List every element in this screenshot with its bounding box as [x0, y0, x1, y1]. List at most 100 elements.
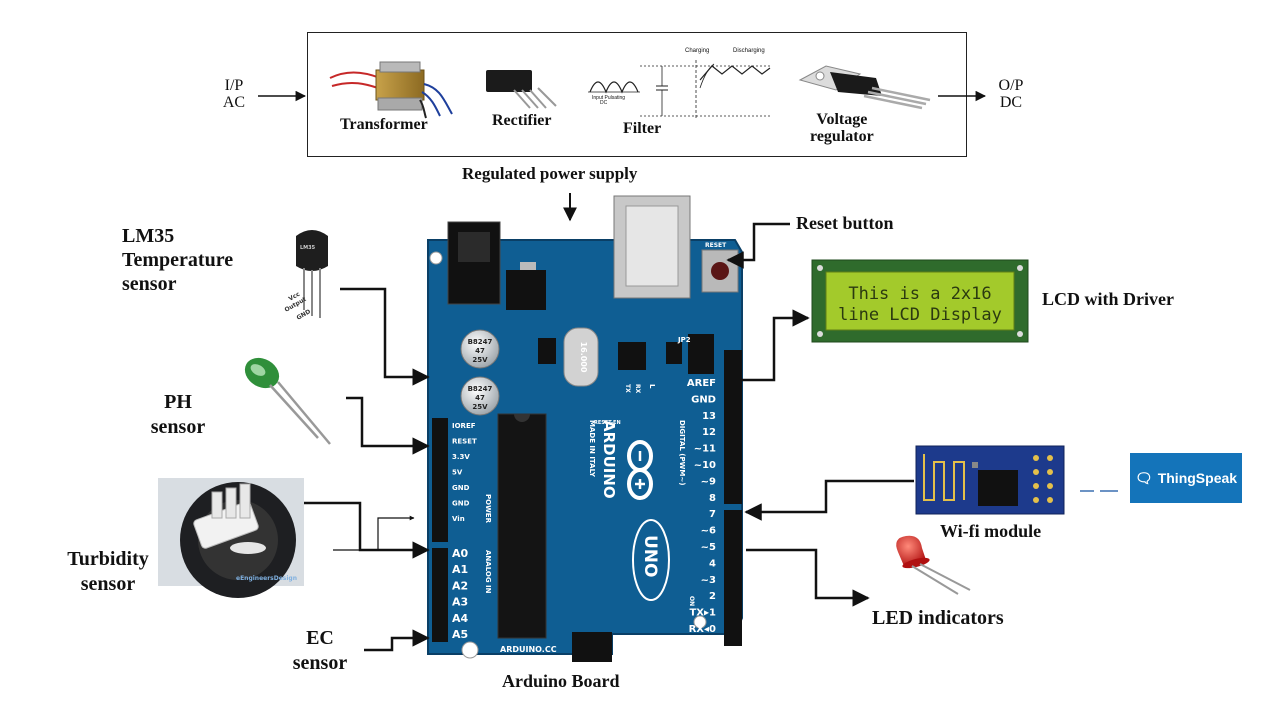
turbidity-label-line1: Turbidity [67, 548, 149, 570]
turbidity-label: Turbidity sensor [56, 547, 160, 597]
ec-connector-arrow [364, 629, 430, 652]
analog-pin-label-5: A5 [452, 628, 468, 641]
digital-pin-label-5: ~10 [694, 460, 716, 471]
turbidity-watermark: eEngineersDesign [236, 575, 297, 582]
regulator-label-line1: Voltage [816, 111, 868, 128]
ph-sensor-icon [244, 357, 331, 445]
l-led-silk: L [648, 384, 656, 389]
digital-pin-label-0: AREF [687, 378, 716, 389]
esp-wifi-module [915, 445, 1065, 515]
ec-label-line2: sensor [292, 652, 348, 674]
digital-caption: DIGITAL (PWM~) [678, 420, 686, 485]
turbidity-connector-arrow [304, 501, 430, 559]
ph-connector-arrow [346, 396, 430, 455]
digital-pin-label-13: 2 [709, 591, 716, 602]
transformer-icon [329, 61, 453, 119]
reset-en-silk: RESET-EN [594, 420, 621, 426]
voltage-regulator-icon [798, 65, 931, 110]
filter-input-note: Input Pulsating DC [592, 96, 625, 106]
digital-pin-label-10: ~5 [701, 542, 716, 553]
cap-1-line1: B8247 [468, 338, 493, 346]
lcd-module: This is a 2x16 line LCD Display [811, 259, 1029, 343]
lcd-driver-label: LCD with Driver [1042, 289, 1174, 309]
arduino-site-text: ARDUINO.CC [500, 645, 557, 654]
ac-input-line1: I/P [224, 77, 244, 94]
digital-pin-label-11: 4 [709, 558, 716, 569]
transformer-label: Transformer [340, 116, 428, 133]
lcd-line-2: line LCD Display [838, 305, 1002, 325]
digital-pin-label-2: 13 [702, 411, 716, 422]
cap-2-line2: 47 [475, 394, 485, 402]
dc-output-line1: O/P [998, 77, 1024, 94]
board-to-led-arrow [746, 548, 870, 607]
reset-silk: RESET [705, 242, 727, 249]
thingspeak-logo: 🗨 ThingSpeak [1130, 453, 1242, 503]
wifi-to-board-arrow [744, 479, 914, 521]
filter-waveform-icon [588, 60, 771, 120]
ac-input-line2: AC [222, 93, 246, 111]
digital-pin-label-8: 7 [709, 509, 716, 520]
lm35-connector-arrow [340, 287, 430, 386]
digital-pin-label-9: ~6 [701, 526, 716, 537]
lm35-label-line1: LM35 [122, 225, 175, 247]
dc-output-label: O/P DC [989, 77, 1033, 112]
ec-label-line1: EC [306, 627, 334, 649]
regulator-label-line2: regulator [810, 127, 874, 145]
discharging-note: Discharging [733, 48, 765, 54]
cap-2-text: B8247 47 25V [468, 385, 493, 411]
lcd-line-1: This is a 2x16 [848, 284, 991, 304]
regulator-label: Voltage regulator [810, 111, 874, 146]
ph-label-line1: PH [164, 391, 192, 413]
ph-label-line2: sensor [150, 416, 206, 438]
power-pin-label-2: 3.3V [452, 453, 470, 461]
power-pin-label-5: GND [452, 500, 470, 508]
board-model-text: UNO [640, 535, 660, 577]
analog-pin-label-3: A3 [452, 596, 468, 609]
filter-label: Filter [623, 120, 662, 137]
turbidity-sensor-photo: eEngineersDesign [158, 478, 304, 598]
power-pin-label-1: RESET [452, 438, 477, 446]
power-pin-label-0: IOREF [452, 422, 476, 430]
digital-pin-label-14: TX▸1 [689, 608, 716, 619]
digital-pin-label-4: ~11 [694, 444, 716, 455]
power-pin-label-4: GND [452, 484, 470, 492]
digital-pin-label-6: ~9 [701, 476, 716, 487]
led-indicator-icon [896, 535, 971, 595]
analog-pin-label-1: A1 [452, 563, 468, 576]
analog-caption: ANALOG IN [484, 550, 492, 594]
analog-pin-label-0: A0 [452, 547, 469, 560]
power-pin-label-3: 5V [452, 469, 463, 477]
cap-2-line3: 25V [472, 403, 488, 411]
analog-pin-label-2: A2 [452, 579, 468, 592]
cap-2-line1: B8247 [468, 385, 493, 393]
rectifier-label: Rectifier [492, 112, 552, 129]
cap-1-line2: 47 [475, 347, 485, 355]
digital-pin-label-7: 8 [709, 493, 716, 504]
reset-button-label: Reset button [796, 213, 894, 233]
thingspeak-text: ThingSpeak [1157, 470, 1238, 486]
ec-label: EC sensor [280, 626, 360, 676]
lm35-sensor-icon: LM35 Vcc Output GND [284, 230, 328, 322]
lm35-label-line2: Temperature [122, 249, 234, 271]
filter-input-note-line2: DC [600, 100, 608, 106]
lm35-label: LM35 Temperature sensor [122, 224, 233, 296]
bridge-rectifier-icon [486, 70, 557, 109]
digital-pin-label-12: ~3 [701, 575, 716, 586]
board-brand-text: ARDUINO [600, 420, 618, 499]
rx-silk: RX [634, 384, 641, 394]
lm35-pin-gnd: GND [296, 308, 312, 322]
chat-bubble-icon: 🗨 [1134, 469, 1153, 486]
ph-label: PH sensor [140, 390, 216, 440]
power-supply-caption: Regulated power supply [462, 164, 638, 183]
turbidity-label-line2: sensor [80, 573, 136, 595]
power-caption: POWER [484, 494, 492, 524]
digital-pin-label-15: RX◂0 [689, 624, 716, 635]
made-in-text: MADE IN ITALY [588, 420, 596, 478]
turbidity-branch-arrow [333, 515, 415, 551]
digital-pin-label-1: GND [691, 394, 716, 405]
on-silk: ON [688, 596, 695, 606]
icsp-silk: ICSP [624, 646, 631, 662]
